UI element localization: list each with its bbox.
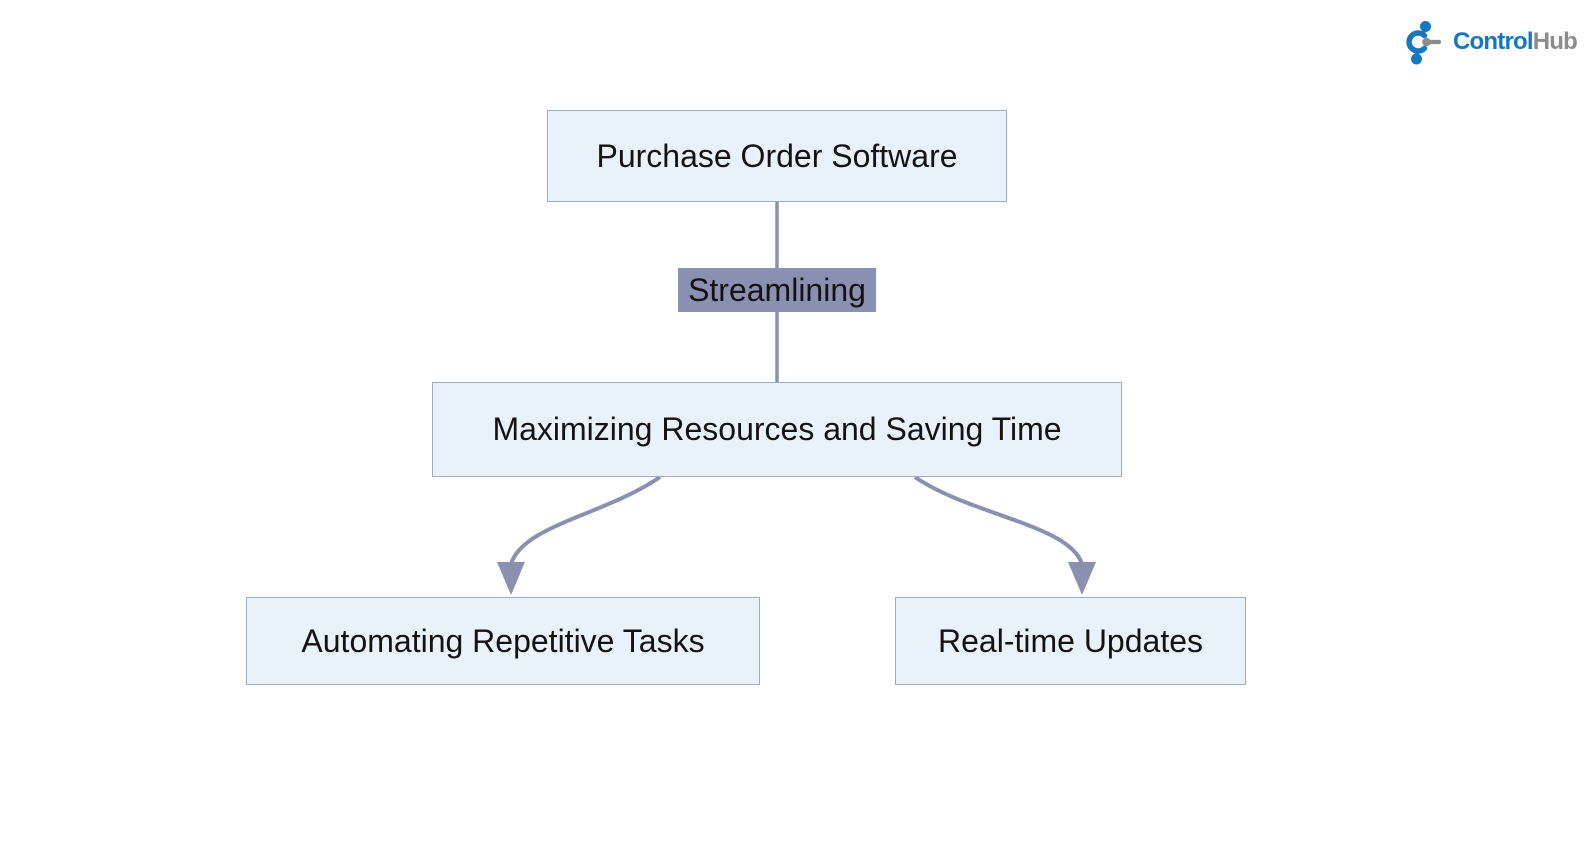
edge-b-c-arrowhead-icon	[497, 562, 525, 595]
edge-b-d-arrowhead-icon	[1068, 562, 1096, 595]
icon-top-node-dot	[1420, 21, 1431, 32]
controlhub-logo: ControlHub	[1398, 18, 1578, 66]
icon-bottom-node-dot	[1411, 53, 1422, 65]
wordmark-control: Control	[1453, 28, 1534, 55]
node-automating-repetitive-tasks: Automating Repetitive Tasks	[246, 597, 760, 685]
node-real-time-updates: Real-time Updates	[895, 597, 1246, 685]
edge-b-d-curve	[913, 475, 1084, 565]
node-purchase-order-software: Purchase Order Software	[547, 110, 1007, 202]
controlhub-molecule-icon	[1406, 21, 1442, 65]
wordmark-hub: Hub	[1532, 28, 1578, 55]
node-maximizing-resources: Maximizing Resources and Saving Time	[432, 382, 1122, 477]
controlhub-wordmark: ControlHub	[1453, 28, 1578, 55]
edge-b-c-curve	[509, 475, 662, 565]
icon-open-ring	[1406, 30, 1428, 54]
edge-label-streamlining: Streamlining	[678, 268, 876, 312]
